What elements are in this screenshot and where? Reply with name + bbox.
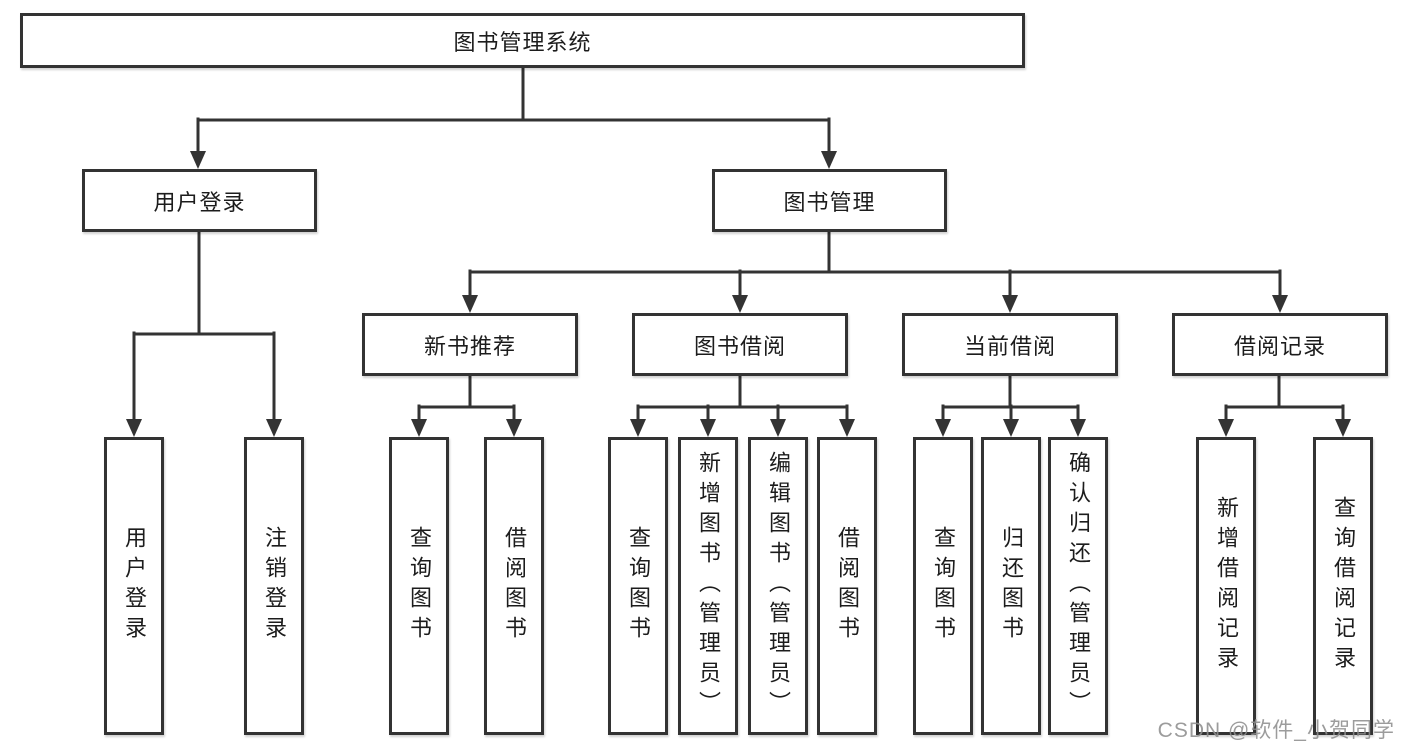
arrowhead xyxy=(1002,295,1018,313)
leaf-logout-login: 注销登录 xyxy=(244,437,304,735)
node-book-borrowing: 图书借阅 xyxy=(632,313,848,376)
connector-new-book-group xyxy=(417,374,516,426)
node-user-login: 用户登录 xyxy=(82,169,317,232)
arrowhead xyxy=(839,419,855,437)
arrowhead xyxy=(126,419,142,437)
arrowhead xyxy=(190,151,206,169)
leaf-borrow-books-recommend: 借阅图书 xyxy=(484,437,544,735)
connector-current-borrowing-group xyxy=(941,374,1080,426)
leaf-return-books: 归还图书 xyxy=(981,437,1041,735)
arrowhead xyxy=(266,419,282,437)
arrowhead xyxy=(1272,295,1288,313)
arrowhead xyxy=(1070,419,1086,437)
arrowhead xyxy=(770,419,786,437)
connector-book-borrowing-group xyxy=(636,374,849,426)
leaf-query-borrowing-record: 查询借阅记录 xyxy=(1313,437,1373,735)
arrowhead xyxy=(630,419,646,437)
leaf-borrow-books-borrowing: 借阅图书 xyxy=(817,437,877,735)
node-library-management-system: 图书管理系统 xyxy=(20,13,1025,68)
watermark: CSDN @软件_小贺同学 xyxy=(1157,719,1395,742)
leaf-add-borrowing-record: 新增借阅记录 xyxy=(1196,437,1256,735)
leaf-add-books-admin: 新增图书（管理员） xyxy=(678,437,738,735)
leaf-edit-books-admin: 编辑图书（管理员） xyxy=(748,437,808,735)
connector-root xyxy=(196,66,831,158)
connector-user-login-group xyxy=(132,230,276,426)
leaf-query-books-current: 查询图书 xyxy=(913,437,973,735)
arrowhead xyxy=(462,295,478,313)
leaf-query-books-borrowing: 查询图书 xyxy=(608,437,668,735)
node-current-borrowing: 当前借阅 xyxy=(902,313,1118,376)
node-new-book-recommendation: 新书推荐 xyxy=(362,313,578,376)
leaf-query-books-recommend: 查询图书 xyxy=(389,437,449,735)
connector-borrowing-records-group xyxy=(1224,374,1345,426)
arrowhead xyxy=(1218,419,1234,437)
node-borrowing-records: 借阅记录 xyxy=(1172,313,1388,376)
arrowhead xyxy=(1003,419,1019,437)
connector-book-management-group xyxy=(468,230,1282,302)
arrowhead xyxy=(506,419,522,437)
arrowhead xyxy=(700,419,716,437)
arrowhead xyxy=(935,419,951,437)
arrowhead xyxy=(821,151,837,169)
node-book-management: 图书管理 xyxy=(712,169,947,232)
leaf-user-login: 用户登录 xyxy=(104,437,164,735)
arrowhead xyxy=(411,419,427,437)
arrowhead xyxy=(1335,419,1351,437)
arrowhead xyxy=(732,295,748,313)
leaf-confirm-return-admin: 确认归还（管理员） xyxy=(1048,437,1108,735)
